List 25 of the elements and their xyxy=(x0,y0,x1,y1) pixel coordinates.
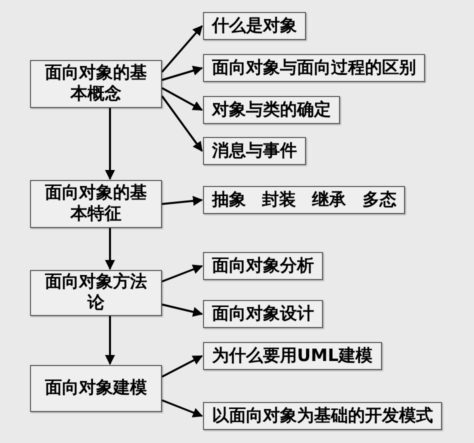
process-box: 对象与类的确定 xyxy=(203,96,340,124)
process-box: 以面向对象为基础的开发模式 xyxy=(203,402,442,430)
arrow xyxy=(162,66,203,81)
process-box: 面向对象建模 xyxy=(30,365,162,412)
process-box: 面向对象设计 xyxy=(203,300,323,328)
arrow xyxy=(105,228,115,270)
arrow xyxy=(162,355,203,378)
arrow xyxy=(162,87,203,111)
process-box: 面向对象的基本特征 xyxy=(30,180,162,228)
arrow xyxy=(105,316,115,365)
process-box: 面向对象方法论 xyxy=(30,270,162,316)
arrow xyxy=(162,304,203,317)
process-box: 什么是对象 xyxy=(203,12,306,40)
process-box: 为什么要用UML建模 xyxy=(203,342,382,370)
process-box: 面向对象分析 xyxy=(203,252,323,280)
process-box: 消息与事件 xyxy=(203,137,306,165)
arrow xyxy=(162,196,203,206)
arrow xyxy=(162,264,203,282)
arrow xyxy=(162,399,203,418)
arrow xyxy=(161,95,203,152)
arrow xyxy=(105,108,115,180)
arrow xyxy=(161,25,203,73)
process-box: 抽象 封装 继承 多态 xyxy=(203,186,406,214)
process-box: 面向对象与面向过程的区别 xyxy=(203,54,425,82)
process-box: 面向对象的基本概念 xyxy=(30,60,162,108)
